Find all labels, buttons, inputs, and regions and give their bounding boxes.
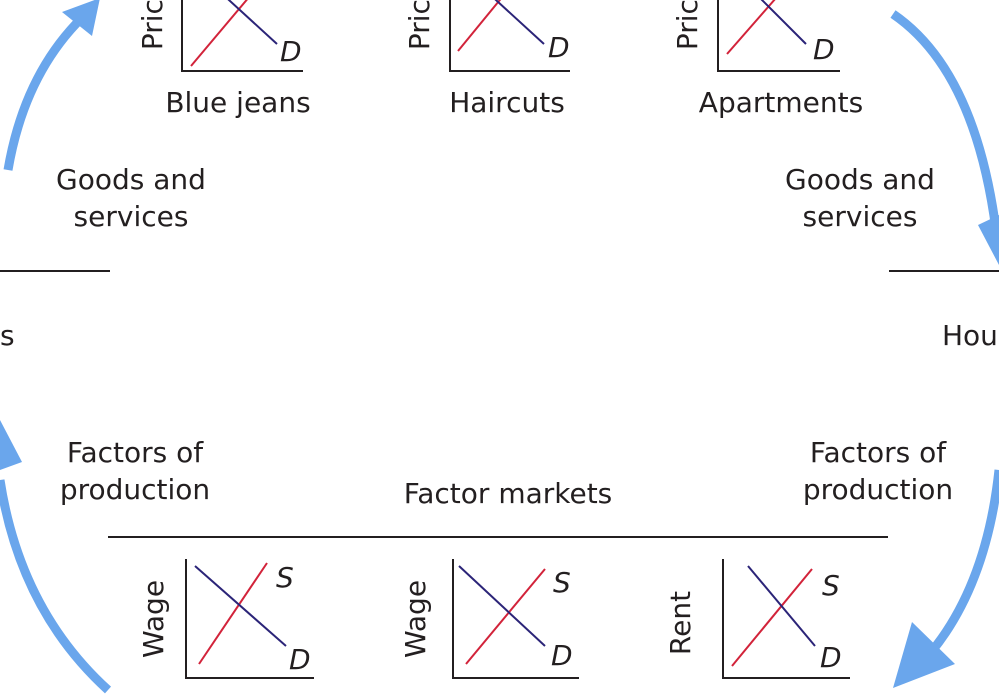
axes — [185, 559, 314, 679]
left-factors-label-line1: Factors of — [66, 436, 204, 469]
land-rent-graph — [722, 559, 850, 679]
supply-line — [465, 568, 546, 665]
haircuts-graph — [449, 0, 570, 72]
demand-line — [227, 0, 278, 45]
supply-line — [190, 0, 248, 67]
axes — [449, 0, 570, 72]
land-rent-supply-label: S — [822, 569, 840, 602]
blue-jeans-y-axis-label: Price — [136, 0, 169, 51]
haircuts-label: Haircuts — [449, 86, 565, 119]
apartments-label: Apartments — [698, 86, 864, 119]
supply-line — [198, 562, 268, 665]
left-goods-label-line1: Goods and — [56, 163, 206, 196]
labor-wage-2-supply-label: S — [553, 566, 571, 599]
top-right-flow-arrow — [890, 10, 999, 231]
supply-line — [457, 0, 502, 52]
apartments-graph — [717, 0, 840, 72]
top-left-arrowhead-icon — [62, 0, 100, 36]
left-factors-label-line2: production — [59, 473, 211, 506]
right-factors-label-line2: production — [802, 473, 954, 506]
land-rent-demand-label: D — [820, 641, 842, 674]
haircuts-y-axis-label: Price — [403, 0, 436, 51]
axes — [181, 0, 303, 72]
left-goods-label-line2: services — [73, 200, 189, 233]
right-sector-label-fragment: Hou — [942, 319, 998, 352]
labor-wage-2-y-axis-label: Wage — [399, 579, 432, 658]
demand-line — [760, 0, 807, 45]
labor-wage-1-demand-label: D — [289, 643, 311, 676]
demand-line — [494, 0, 545, 45]
supply-line — [731, 568, 813, 667]
demand-line — [458, 565, 546, 647]
labor-wage-1-y-axis-label: Wage — [137, 579, 170, 658]
blue-jeans-demand-label: D — [280, 35, 302, 68]
top-right-arrowhead-icon — [978, 215, 999, 265]
top-left-flow-arrow — [3, 8, 92, 171]
axes — [452, 559, 579, 679]
bottom-left-arrowhead-icon — [0, 420, 22, 470]
apartments-demand-label: D — [813, 33, 835, 66]
blue-jeans-label: Blue jeans — [165, 86, 311, 119]
right-factors-label-line1: Factors of — [809, 436, 947, 469]
axes — [717, 0, 840, 72]
haircuts-demand-label: D — [548, 31, 570, 64]
demand-line — [194, 565, 287, 647]
right-goods-label-line2: services — [802, 200, 918, 233]
labor-wage-1-supply-label: S — [276, 561, 294, 594]
supply-line — [726, 0, 776, 55]
right-goods-label-line1: Goods and — [785, 163, 935, 196]
labor-wage-graph-2 — [452, 559, 579, 679]
blue-jeans-graph — [181, 0, 303, 72]
axes — [722, 559, 850, 679]
factor-markets-label: Factor markets — [403, 477, 613, 510]
labor-wage-graph-1 — [185, 559, 314, 679]
land-rent-y-axis-label: Rent — [664, 590, 697, 656]
bottom-right-arrowhead-icon — [893, 622, 955, 688]
bottom-left-flow-arrow — [0, 479, 112, 694]
left-sector-label-fragment: s — [0, 319, 15, 352]
demand-line — [747, 565, 816, 647]
apartments-y-axis-label: Price — [671, 0, 704, 51]
labor-wage-2-demand-label: D — [551, 639, 573, 672]
